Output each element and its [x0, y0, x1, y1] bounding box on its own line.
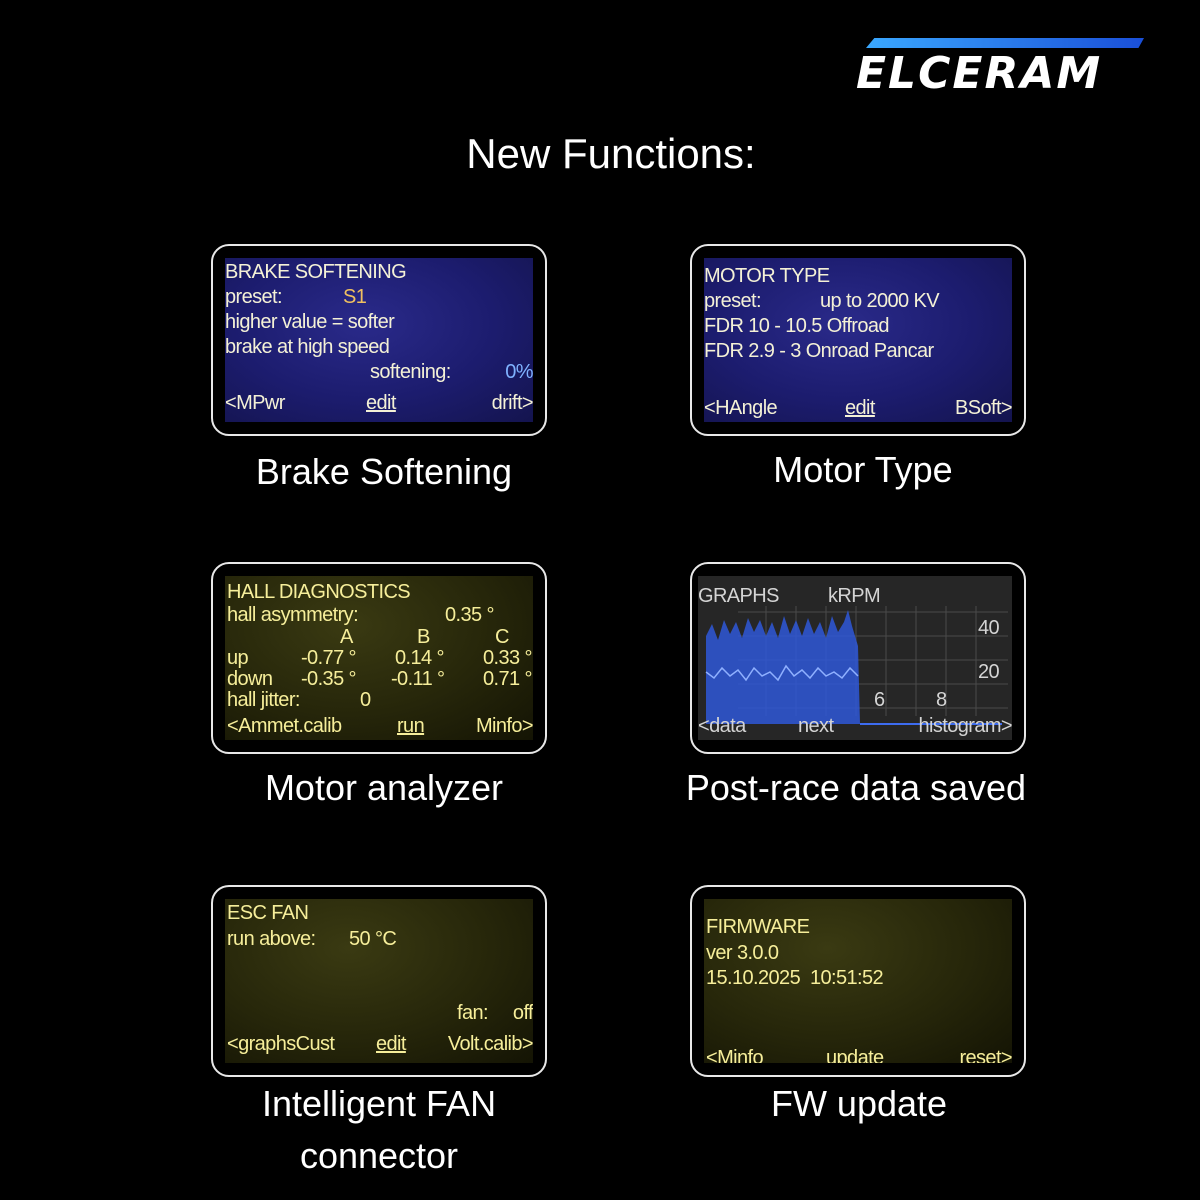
firmware-screen: FIRMWARE ver 3.0.0 15.10.2025 10:51:52 <…	[704, 899, 1012, 1063]
brake-softening-screen: BRAKE SOFTENING preset: S1 higher value …	[225, 258, 533, 422]
esc-fan-screen: ESC FAN run above: 50 °C fan: off <graph…	[225, 899, 533, 1063]
nav-histogram-button[interactable]: histogram>	[918, 715, 1013, 737]
column-a-header: A	[340, 626, 353, 648]
run-above-label: run above:	[227, 928, 316, 950]
firmware-version: ver 3.0.0	[706, 942, 779, 964]
fan-state-value: off	[512, 1002, 533, 1024]
nav-update-button[interactable]: update	[826, 1047, 884, 1063]
post-race-caption: Post-race data saved	[685, 767, 1027, 808]
row-value: 0.71 °	[483, 668, 532, 690]
firmware-card: FIRMWARE ver 3.0.0 15.10.2025 10:51:52 <…	[690, 885, 1026, 1077]
graph-title: GRAPHS	[698, 585, 779, 607]
motor-type-caption: Motor Type	[773, 449, 953, 490]
graphs-card: GRAPHS kRPM 40 20 6 8 <data next histogr…	[690, 562, 1026, 754]
nav-next-button[interactable]: Volt.calib>	[447, 1033, 533, 1055]
hall-diagnostics-card: HALL DIAGNOSTICS hall asymmetry: 0.35 ° …	[211, 562, 547, 754]
nav-reset-button[interactable]: reset>	[959, 1047, 1012, 1063]
info-line: higher value = softer	[225, 311, 395, 333]
jitter-value: 0	[360, 689, 371, 711]
caption-line: Intelligent FAN	[261, 1083, 497, 1124]
fw-update-caption: FW update	[770, 1083, 948, 1124]
nav-edit-button[interactable]: edit	[376, 1033, 406, 1055]
row-value: -0.11 °	[391, 668, 445, 690]
row-value: 0.33 °	[483, 647, 532, 669]
row-label: down	[227, 668, 273, 690]
nav-next-button[interactable]: Minfo>	[476, 715, 533, 737]
preset-label: preset:	[225, 286, 283, 308]
preset-value: S1	[343, 286, 367, 308]
caption-line: connector	[299, 1135, 459, 1176]
motor-type-card: MOTOR TYPE preset: up to 2000 KV FDR 10 …	[690, 244, 1026, 436]
rpm-graph	[705, 606, 1008, 725]
screen-title: HALL DIAGNOSTICS	[227, 581, 411, 603]
info-line: brake at high speed	[225, 336, 390, 358]
nav-next-button[interactable]: drift>	[491, 392, 533, 414]
nav-prev-button[interactable]: <data	[698, 715, 746, 737]
nav-run-button[interactable]: run	[397, 715, 425, 737]
column-b-header: B	[417, 626, 430, 648]
asymmetry-label: hall asymmetry:	[227, 604, 359, 626]
nav-prev-button[interactable]: <HAngle	[704, 397, 778, 419]
nav-prev-button[interactable]: <MPwr	[225, 392, 285, 414]
nav-next-button[interactable]: next	[798, 715, 834, 737]
esc-fan-card: ESC FAN run above: 50 °C fan: off <graph…	[211, 885, 547, 1077]
screen-title: BRAKE SOFTENING	[225, 261, 407, 283]
info-line: FDR 2.9 - 3 Onroad Pancar	[704, 340, 934, 362]
graph-unit: kRPM	[828, 585, 881, 607]
column-c-header: C	[495, 626, 509, 648]
asymmetry-value: 0.35 °	[445, 604, 494, 626]
x-tick-label: 6	[874, 689, 885, 711]
rpm-trace-line	[705, 664, 859, 682]
softening-label: softening:	[370, 361, 451, 383]
y-tick-label: 20	[978, 661, 1000, 683]
graphs-screen: GRAPHS kRPM 40 20 6 8 <data next histogr…	[698, 576, 1012, 740]
brake-softening-card: BRAKE SOFTENING preset: S1 higher value …	[211, 244, 547, 436]
run-above-value: 50 °C	[349, 928, 397, 950]
info-line: FDR 10 - 10.5 Offroad	[704, 315, 890, 337]
page-title: New Functions:	[466, 130, 756, 177]
screen-title: FIRMWARE	[706, 916, 810, 938]
nav-prev-button[interactable]: <graphsCust	[227, 1033, 335, 1055]
brake-softening-caption: Brake Softening	[255, 451, 513, 492]
y-tick-label: 40	[978, 617, 1000, 639]
elceram-logo: ELCERAM	[856, 38, 1146, 99]
logo-swoosh	[866, 38, 1144, 48]
firmware-datetime: 15.10.2025 10:51:52	[706, 967, 884, 989]
preset-value: up to 2000 KV	[820, 290, 940, 312]
screen-title: ESC FAN	[227, 902, 309, 924]
row-label: up	[227, 647, 249, 669]
row-value: 0.14 °	[395, 647, 444, 669]
brand-name: ELCERAM	[856, 48, 1103, 99]
screen-title: MOTOR TYPE	[704, 265, 830, 287]
preset-label: preset:	[704, 290, 762, 312]
motor-type-screen: MOTOR TYPE preset: up to 2000 KV FDR 10 …	[704, 258, 1012, 422]
row-value: -0.35 °	[301, 668, 357, 690]
nav-prev-button[interactable]: <Ammet.calib	[227, 715, 342, 737]
row-value: -0.77 °	[301, 647, 357, 669]
nav-next-button[interactable]: BSoft>	[955, 397, 1012, 419]
nav-prev-button[interactable]: <Minfo	[706, 1047, 764, 1063]
fan-state-label: fan:	[457, 1002, 489, 1024]
rpm-trace-fill	[706, 610, 860, 724]
jitter-label: hall jitter:	[227, 689, 300, 711]
motor-analyzer-caption: Motor analyzer	[264, 767, 504, 808]
x-tick-label: 8	[936, 689, 947, 711]
nav-edit-button[interactable]: edit	[366, 392, 396, 414]
nav-edit-button[interactable]: edit	[845, 397, 875, 419]
softening-value: 0%	[505, 361, 533, 383]
hall-diagnostics-screen: HALL DIAGNOSTICS hall asymmetry: 0.35 ° …	[225, 576, 533, 740]
fan-caption: Intelligent FAN connector	[196, 1078, 562, 1182]
